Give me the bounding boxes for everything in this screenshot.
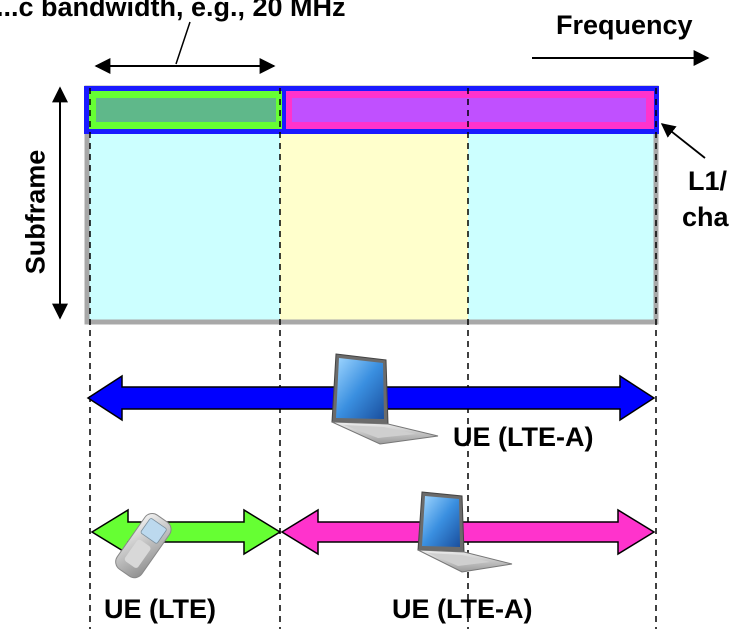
data-region-right — [468, 132, 656, 322]
lte-a-narrow-bandwidth-arrow — [280, 508, 656, 556]
ue-lte-label: UE (LTE) — [104, 594, 216, 624]
l1l2-pointer-arrow — [660, 123, 706, 159]
laptop-icon — [417, 491, 513, 573]
control-region-lte-a-inner — [292, 98, 646, 122]
l1l2-label-line1: L1/ — [688, 166, 728, 196]
data-region-left — [87, 132, 280, 322]
subframe-grid — [84, 85, 659, 325]
control-region-lte-inner — [96, 98, 276, 122]
mobile-phone-icon — [115, 513, 172, 579]
laptop-icon — [331, 353, 439, 445]
frequency-label: Frequency — [556, 10, 693, 40]
lte-bandwidth-arrow — [90, 508, 282, 556]
carrier-boundaries — [89, 88, 657, 629]
subframe-label: Subframe — [20, 149, 51, 275]
ue-lte-a-narrow-label: UE (LTE-A) — [392, 594, 533, 624]
component-bandwidth-label: ...c bandwidth, e.g., 20 MHz — [0, 0, 346, 22]
ue-lte-a-wide-label: UE (LTE-A) — [453, 422, 594, 452]
data-region-middle — [280, 132, 468, 322]
bandwidth-label-pointer — [175, 21, 191, 65]
l1l2-label-line2: cha — [682, 202, 729, 232]
